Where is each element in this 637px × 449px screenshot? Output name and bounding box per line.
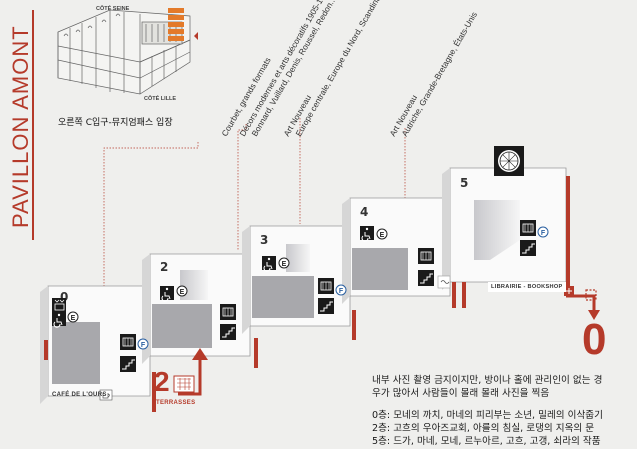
bookshop-label: LIBRAIRIE - BOOKSHOP [488, 282, 566, 292]
floor-5-block [442, 167, 567, 290]
elevator-icon [220, 304, 236, 320]
stairs-icon [418, 270, 434, 286]
terrace-floor-number: 2 [154, 366, 170, 397]
exit-floor-number: 0 [582, 315, 607, 364]
wheelchair-icon [360, 226, 374, 242]
note-line-1: 우가 많아서 사람들이 몰래 몰래 사진을 찍음 [372, 388, 550, 399]
floor-number-2: 2 [160, 260, 169, 274]
clock-icon [494, 146, 524, 176]
cafe-cup-icon [99, 389, 113, 401]
escalator-icon [173, 375, 195, 393]
note-line-5: 5층: 드가, 마네, 모네, 르누아르, 고흐, 고갱, 쇠라의 작품 [372, 436, 601, 447]
info-icon [278, 257, 290, 269]
cafe-label: CAFÉ DE L'OURS [52, 392, 107, 398]
stairs-icon [220, 324, 236, 340]
terrasses-label: TERRASSES [156, 400, 196, 406]
info-icon [376, 228, 388, 240]
audio-guide-icon [437, 275, 451, 289]
stairs-icon [120, 356, 136, 372]
note-line-4: 2층: 고흐의 우아즈교회, 아를의 침실, 로댕의 지옥의 문 [372, 423, 595, 434]
elevator-icon [52, 298, 66, 312]
stairs-icon [318, 298, 334, 314]
svg-text:F: F [141, 342, 146, 349]
entrance-caption: 오른쪽 C입구-뮤지엄패스 입장 [58, 118, 173, 128]
building-illustration [57, 8, 198, 95]
stairs-icon [520, 240, 536, 256]
bookshop-icon [564, 286, 574, 296]
info-icon [335, 284, 347, 296]
wheelchair-icon [262, 256, 276, 272]
cote-seine-label: CÔTÉ SEINE [96, 6, 130, 12]
info-icon [137, 338, 149, 350]
svg-text:E: E [380, 232, 385, 239]
floor-number-5: 5 [460, 176, 469, 190]
svg-text:E: E [282, 261, 287, 268]
elevator-icon [520, 220, 536, 236]
svg-text:F: F [541, 230, 546, 237]
note-line-3: 0층: 모네의 까치, 마네의 피리부는 소년, 밀레의 이삭줍기 [372, 410, 603, 421]
info-icon [537, 226, 549, 238]
svg-text:F: F [339, 288, 344, 295]
info-icon [67, 311, 79, 323]
facility-icons: E F E E [52, 146, 574, 401]
info-icon [176, 285, 188, 297]
guide-lines [103, 118, 406, 286]
title-rule [32, 10, 34, 240]
wheelchair-icon [160, 286, 174, 302]
wheelchair-icon [52, 312, 66, 328]
floor-number-0: 0 [60, 290, 69, 304]
cote-lille-label: CÔTÉ LILLE [144, 96, 177, 102]
elevator-icon [120, 334, 136, 350]
floor-number-3: 3 [260, 233, 269, 247]
svg-text:E: E [180, 289, 185, 296]
museum-floor-plan: PAVILLON AMONT CÔTÉ SEINE CÔTÉ LILLE 오른쪽… [8, 0, 607, 447]
svg-text:E: E [71, 315, 76, 322]
elevator-icon [318, 278, 334, 294]
floor-number-4: 4 [360, 205, 369, 219]
elevator-icon [418, 248, 434, 264]
note-line-0: 내부 사진 촬영 금지이지만, 방이나 홀에 관리인이 없는 경 [372, 375, 603, 386]
